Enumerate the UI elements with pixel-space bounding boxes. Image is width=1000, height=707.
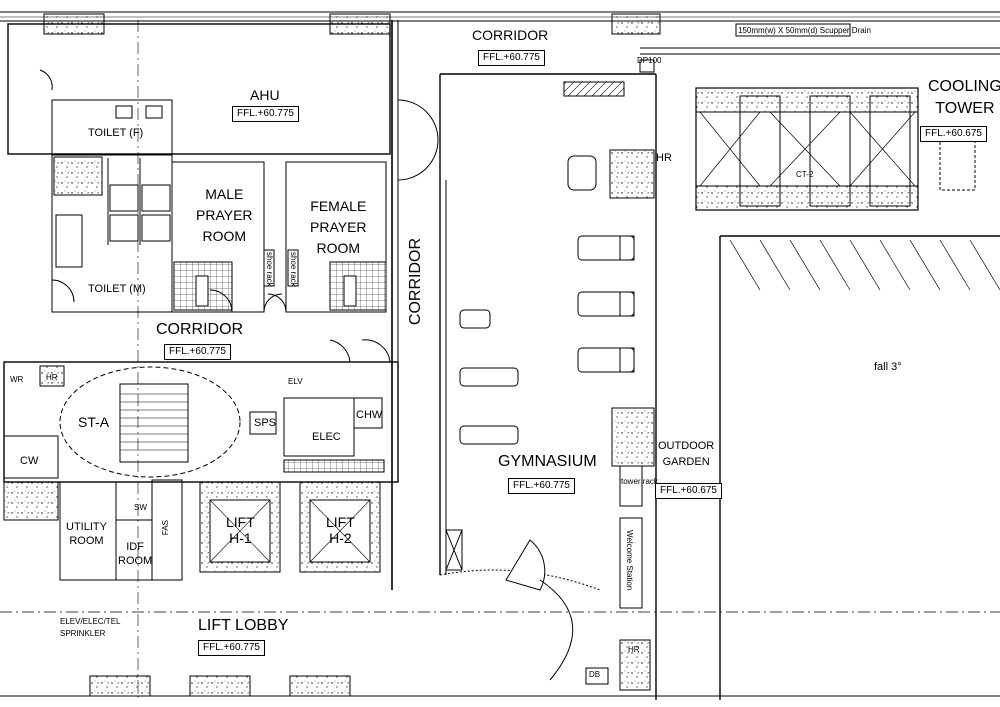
room-label-lift-h2: LIFT H-2 (326, 514, 355, 546)
scupper-drain-note: 150mm(w) X 50mm(d) Scupper Drain (738, 26, 871, 35)
room-label-db: DB (589, 670, 601, 679)
level-tag-outdoor-garden: FFL.+60.675 (655, 483, 722, 499)
riser-line-2: SPRINKLER (60, 629, 106, 638)
welcome-station-label: Welcome Station (625, 530, 634, 591)
room-label-wr: WR (10, 375, 24, 384)
room-label-elec: ELEC (312, 431, 341, 443)
room-label-toilet-m: TOILET (M) (88, 283, 146, 295)
male-prayer-line-2: PRAYER (196, 207, 253, 223)
idf-line-1: IDF (126, 541, 144, 553)
room-label-sps: SPS (254, 417, 277, 429)
utility-line-1: UTILITY (66, 521, 107, 533)
room-label-hr-lobby: HR (628, 645, 640, 654)
riser-line-1: ELEV/ELEC/TEL (60, 617, 121, 626)
room-label-corridor-mid: CORRIDOR (156, 321, 244, 338)
room-label-hr-core: HR (46, 373, 58, 382)
room-label-st-a: ST-A (78, 414, 110, 430)
room-label-idf: IDF ROOM (118, 540, 152, 568)
room-label-male-prayer: MALE PRAYER ROOM (196, 184, 253, 247)
room-label-ahu: AHU (250, 87, 280, 103)
outdoor-garden-line-2: GARDEN (662, 456, 710, 468)
downpipe-tag: DP100 (637, 56, 662, 65)
fall-note: fall 3° (874, 361, 902, 373)
level-tag-ahu: FFL.+60.775 (232, 106, 299, 122)
level-tag-gymnasium: FFL.+60.775 (508, 478, 575, 494)
tower-rack-label: tower rack (621, 477, 658, 486)
female-prayer-line-2: PRAYER (310, 219, 367, 235)
room-label-toilet-f: TOILET (F) (88, 127, 144, 139)
lift-h1-line-2: H-1 (229, 530, 252, 546)
room-label-cw: CW (20, 455, 39, 467)
male-prayer-line-1: MALE (205, 186, 244, 202)
room-label-lift-lobby: LIFT LOBBY (198, 617, 289, 634)
room-label-fas: FAS (161, 520, 170, 536)
room-label-lift-h1: LIFT H-1 (226, 514, 255, 546)
shoe-rack-label-female: shoe rack (289, 252, 298, 287)
room-label-sw: SW (134, 503, 147, 512)
lift-h2-line-2: H-2 (329, 530, 352, 546)
room-label-utility: UTILITY ROOM (66, 520, 107, 548)
lift-h2-line-1: LIFT (326, 514, 355, 530)
female-prayer-line-1: FEMALE (310, 198, 367, 214)
idf-line-2: ROOM (118, 555, 153, 567)
room-label-chw: CHW (356, 409, 383, 421)
room-label-outdoor-garden: OUTDOOR GARDEN (658, 438, 714, 470)
level-tag-lift-lobby: FFL.+60.775 (198, 640, 265, 656)
outdoor-garden-line-1: OUTDOOR (658, 440, 715, 452)
room-label-female-prayer: FEMALE PRAYER ROOM (310, 196, 367, 259)
female-prayer-line-3: ROOM (316, 240, 361, 256)
utility-line-2: ROOM (69, 535, 104, 547)
cooling-tower-tag: CT-2 (796, 170, 814, 179)
lift-h1-line-1: LIFT (226, 514, 255, 530)
level-tag-corridor-mid: FFL.+60.775 (164, 344, 231, 360)
cooling-tower-line-2: TOWER (935, 100, 995, 117)
level-tag-cooling-tower: FFL.+60.675 (920, 126, 987, 142)
male-prayer-line-3: ROOM (202, 228, 247, 244)
cooling-tower-line-1: COOLING (928, 78, 1000, 95)
room-label-cooling-tower: COOLING TOWER (928, 76, 1000, 120)
room-label-corridor-top: CORRIDOR (472, 27, 549, 43)
room-label-gymnasium: GYMNASIUM (498, 453, 597, 470)
room-label-elv: ELV (288, 377, 303, 386)
level-tag-corridor-top: FFL.+60.775 (478, 50, 545, 66)
shoe-rack-label-male: shoe rack (265, 252, 274, 287)
room-label-hr-gym: HR (656, 152, 672, 164)
room-label-corridor-vertical: CORRIDOR (407, 238, 424, 326)
riser-label: ELEV/ELEC/TEL SPRINKLER (60, 616, 120, 640)
